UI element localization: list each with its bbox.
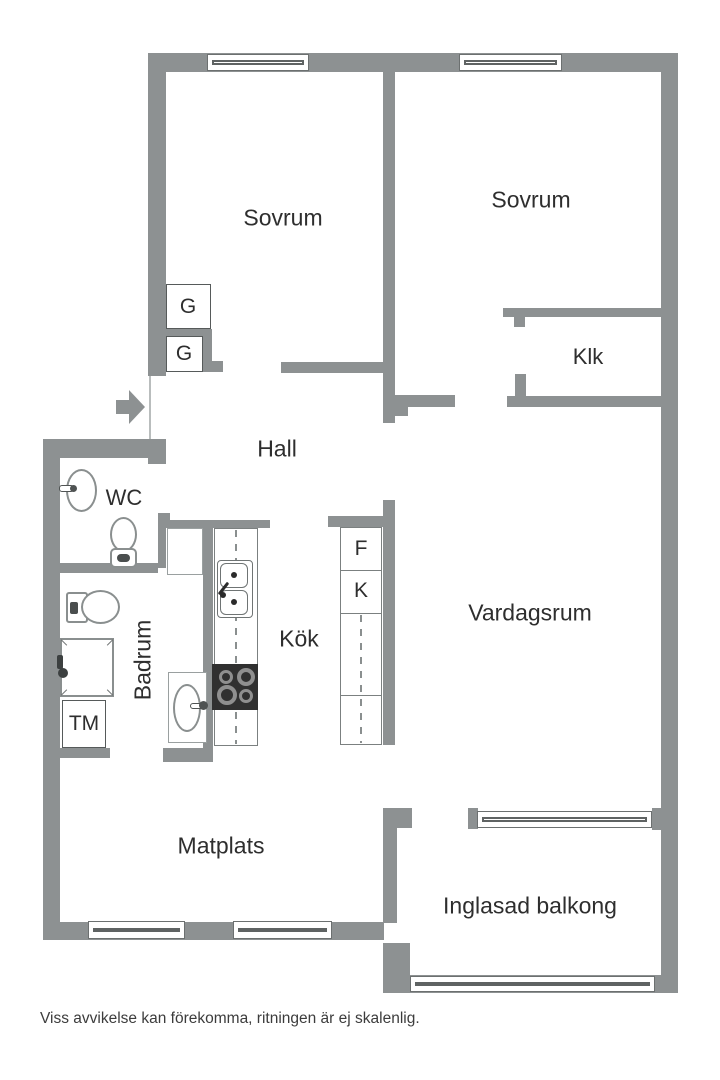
kitchen-sink-icon xyxy=(217,560,253,618)
room-label-wc: WC xyxy=(105,485,143,510)
cabinet-divider-line xyxy=(341,613,381,614)
window-pane xyxy=(482,817,647,822)
window-pane xyxy=(212,60,304,65)
entrance-arrow-icon xyxy=(129,390,145,424)
window xyxy=(233,921,332,939)
label-fridge: F xyxy=(354,537,368,560)
wall-segment xyxy=(281,362,383,373)
label-washing-machine: TM xyxy=(68,712,100,735)
label-wardrobe-g1: G xyxy=(179,295,197,318)
wall-segment xyxy=(383,72,395,423)
toilet-icon xyxy=(110,517,137,552)
shower-mixer-icon xyxy=(57,655,63,669)
wall-segment xyxy=(203,329,212,372)
burner-icon xyxy=(219,670,233,684)
faucet-icon xyxy=(70,485,77,492)
wall-segment xyxy=(515,374,526,396)
shower-corner-tick xyxy=(106,639,114,646)
room-label-inglasad-balkong: Inglasad balkong xyxy=(443,892,617,919)
wall-segment xyxy=(43,439,60,940)
room-label-matplats: Matplats xyxy=(177,832,265,859)
wall-segment xyxy=(328,516,391,527)
wall-segment xyxy=(514,317,525,327)
cabinet-divider-line xyxy=(341,570,381,571)
window xyxy=(459,54,562,71)
wall-segment xyxy=(58,563,158,573)
room-label-hall: Hall xyxy=(257,435,297,462)
toilet-flush-button xyxy=(117,554,130,562)
label-freezer: K xyxy=(353,579,369,602)
disclaimer-text: Viss avvikelse kan förekomma, ritningen … xyxy=(40,1010,420,1027)
toilet-icon xyxy=(81,590,120,624)
window xyxy=(88,921,185,939)
room-label-klk: Klk xyxy=(572,344,604,369)
wall-segment xyxy=(43,439,166,458)
burner-icon xyxy=(217,685,237,705)
label-wardrobe-g2: G xyxy=(175,342,193,365)
washing-machine-box xyxy=(62,700,106,748)
bathroom-niche-box xyxy=(167,528,203,575)
wall-segment xyxy=(158,513,170,520)
drain-icon xyxy=(231,572,237,578)
shower-corner-tick xyxy=(60,639,68,646)
wall-segment xyxy=(148,458,166,464)
wall-segment xyxy=(383,500,395,745)
window-pane xyxy=(93,927,180,933)
wall-segment xyxy=(507,396,661,407)
wall-segment xyxy=(383,808,412,828)
burner-icon xyxy=(237,668,255,686)
window xyxy=(410,976,655,992)
entrance-opening-line xyxy=(149,376,151,439)
window xyxy=(477,811,652,828)
wall-segment xyxy=(163,748,213,762)
room-label-sovrum-2: Sovrum xyxy=(491,186,571,213)
wall-segment xyxy=(148,53,166,376)
window-pane xyxy=(238,927,327,933)
room-label-badrum: Badrum xyxy=(129,619,156,701)
wall-segment xyxy=(395,395,455,407)
entrance-arrow-icon xyxy=(116,400,130,414)
cabinet-dashed-line xyxy=(360,615,362,743)
shower-mixer-icon xyxy=(58,668,68,678)
wall-segment xyxy=(158,517,166,568)
wall-segment xyxy=(503,308,661,317)
wall-segment xyxy=(661,53,678,993)
window xyxy=(207,54,309,71)
wall-segment xyxy=(395,407,408,416)
stove-icon xyxy=(212,664,258,710)
wall-segment xyxy=(148,329,212,336)
wall-segment xyxy=(203,361,223,372)
wall-segment xyxy=(203,528,213,762)
wall-segment xyxy=(468,808,478,829)
shower-icon xyxy=(60,638,114,697)
wall-segment xyxy=(383,808,397,923)
wall-segment xyxy=(383,943,410,993)
burner-icon xyxy=(239,689,253,703)
counter-dashed-line xyxy=(235,530,237,744)
faucet-icon xyxy=(199,701,208,710)
wardrobe-box xyxy=(166,284,211,329)
window-pane xyxy=(464,60,557,65)
sink-basin xyxy=(220,590,248,615)
toilet-flush-button xyxy=(70,602,78,614)
wall-segment xyxy=(652,808,661,830)
room-label-vardagsrum: Vardagsrum xyxy=(468,599,592,626)
shower-corner-tick xyxy=(60,689,68,696)
faucet-icon xyxy=(220,592,226,598)
shower-corner-tick xyxy=(106,689,114,696)
room-label-sovrum-1: Sovrum xyxy=(243,204,323,231)
drain-icon xyxy=(231,599,237,605)
window-pane xyxy=(415,982,650,987)
wardrobe-box xyxy=(166,336,203,372)
wall-segment xyxy=(158,520,270,528)
sink-basin xyxy=(220,563,248,588)
room-label-kok: Kök xyxy=(279,625,319,652)
wall-segment xyxy=(60,748,110,758)
